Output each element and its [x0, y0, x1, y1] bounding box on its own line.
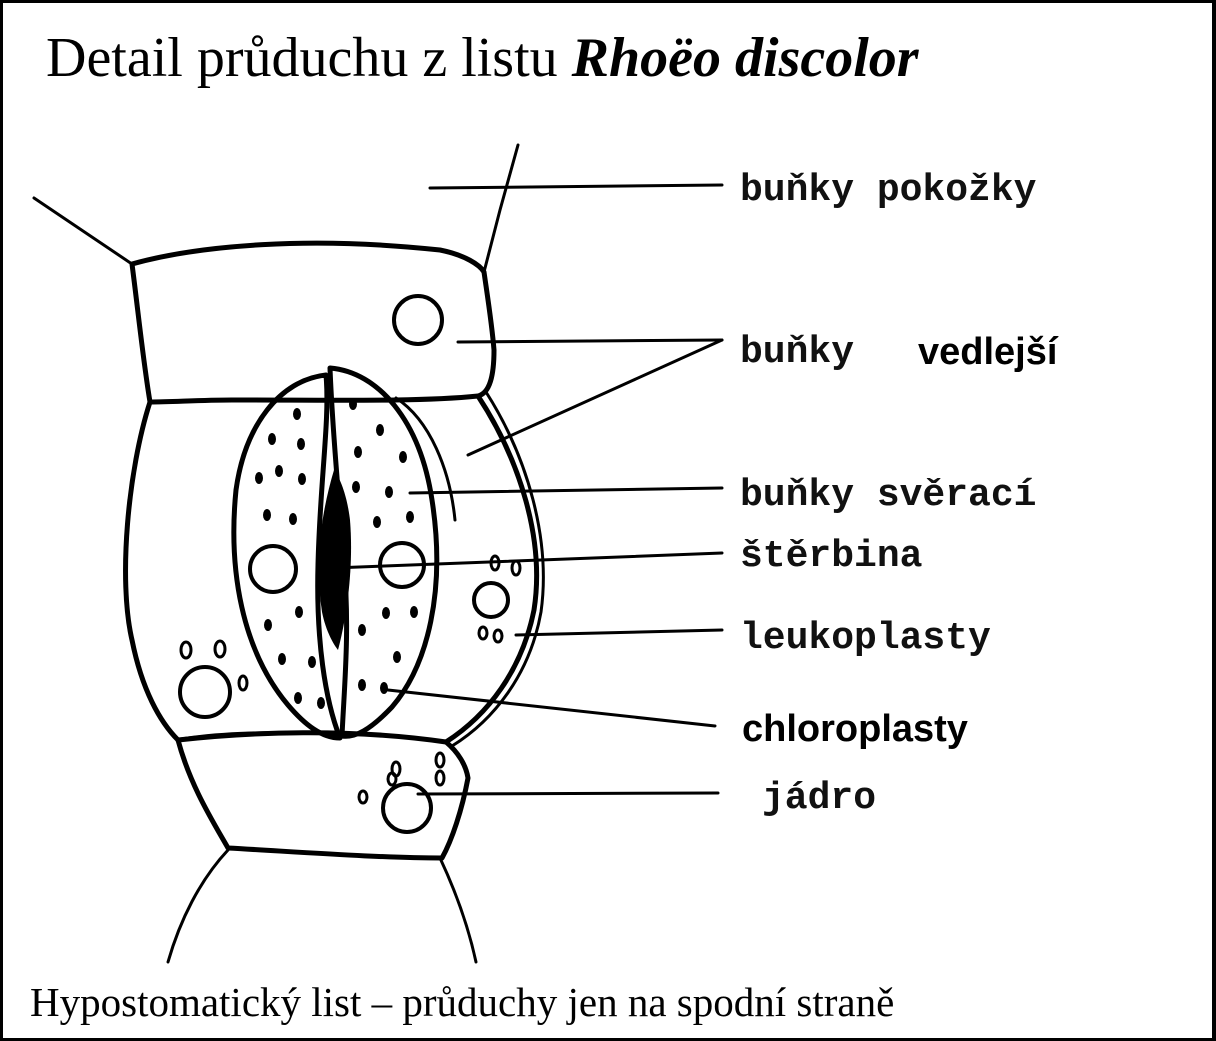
epidermal-cell-wall	[32, 196, 134, 266]
leucoplast	[434, 751, 446, 769]
chloroplast	[268, 433, 276, 445]
subsidiary-cell-right	[443, 393, 540, 745]
leucoplast-group	[179, 554, 522, 805]
chloroplast	[289, 513, 297, 525]
chloroplast	[393, 651, 401, 663]
chloroplast	[255, 472, 263, 484]
chloroplast	[354, 446, 362, 458]
label-chloroplasts: chloroplasty	[742, 708, 968, 750]
chloroplast	[294, 692, 302, 704]
nucleus-subsidiary-left	[178, 665, 232, 719]
leucoplast	[492, 628, 504, 644]
leucoplast	[213, 639, 227, 659]
chloroplast	[410, 606, 418, 618]
chloroplast	[376, 424, 384, 436]
pointer-leucoplasts	[514, 628, 724, 637]
chloroplast	[358, 679, 366, 691]
label-leucoplasts: leukoplasty	[740, 617, 991, 660]
nucleus-subsidiary-right	[472, 581, 510, 619]
guard-cell-left	[231, 372, 343, 741]
chloroplast	[399, 451, 407, 463]
chloroplast	[382, 607, 390, 619]
figure-title: Detail průduchu z listu Rhoëo discolor	[46, 30, 919, 86]
chloroplast	[263, 509, 271, 521]
pointer-subsidiary-upper	[456, 338, 724, 344]
subsidiary-cell-upper	[129, 240, 497, 405]
pointer-chloroplasts	[386, 688, 717, 728]
chloroplast	[352, 481, 360, 493]
chloroplast	[406, 511, 414, 523]
pointer-nucleus	[416, 791, 720, 796]
epidermal-cell-wall	[482, 143, 520, 274]
stomatal-pore	[318, 470, 352, 650]
subsidiary-cell-left	[123, 399, 181, 743]
chloroplast	[349, 398, 357, 410]
chloroplast	[297, 438, 305, 450]
pointer-subsidiary-right	[466, 338, 724, 457]
chloroplast	[295, 606, 303, 618]
leucoplast	[434, 769, 446, 787]
label-nucleus: jádro	[762, 777, 876, 820]
chloroplast	[308, 656, 316, 668]
leucoplast	[357, 789, 369, 805]
epidermal-cell-wall	[438, 856, 478, 964]
species-name: Rhoëo discolor	[571, 27, 919, 89]
chloroplast-group	[255, 398, 418, 709]
nucleus-subsidiary-lower	[381, 782, 433, 834]
chloroplast	[293, 408, 301, 420]
chloroplast	[358, 624, 366, 636]
chloroplast	[298, 473, 306, 485]
label-pore: štěrbina	[740, 535, 922, 578]
label-subsidiary-cells-1: buňky	[740, 331, 854, 374]
leucoplast	[237, 674, 249, 692]
chloroplast	[264, 619, 272, 631]
label-subsidiary-cells-2: vedlejší	[918, 331, 1059, 373]
leucoplast	[477, 625, 489, 641]
label-guard-cells: buňky svěrací	[740, 474, 1036, 517]
leucoplast	[489, 554, 501, 572]
chloroplast	[317, 697, 325, 709]
chloroplast	[373, 516, 381, 528]
nucleus-guard-left	[248, 544, 298, 594]
chloroplast	[385, 486, 393, 498]
leucoplast	[386, 771, 398, 787]
chloroplast	[278, 653, 286, 665]
label-epidermal-cells: buňky pokožky	[740, 169, 1037, 212]
epidermal-cell-wall	[166, 848, 230, 964]
pointer-guard-cells	[408, 486, 724, 495]
leucoplast	[510, 559, 522, 577]
figure-caption: Hypostomatický list – průduchy jen na sp…	[30, 979, 895, 1025]
leucoplast	[179, 640, 193, 660]
nucleus-subsidiary-upper	[392, 294, 444, 346]
title-text: Detail průduchu z listu	[46, 27, 572, 89]
chloroplast	[380, 682, 388, 694]
chloroplast	[275, 465, 283, 477]
pointer-pore	[331, 551, 724, 570]
pointer-epidermal-cells	[428, 183, 724, 190]
